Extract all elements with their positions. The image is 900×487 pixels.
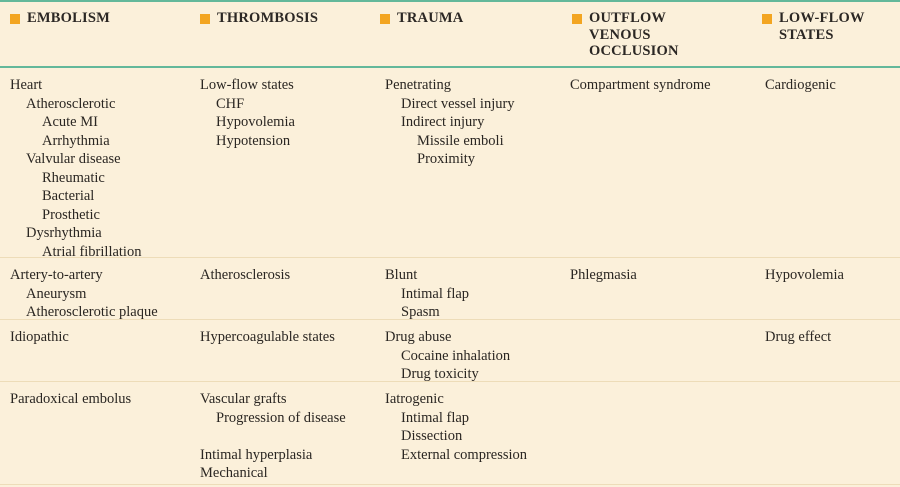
column-header-1: THROMBOSIS <box>200 10 318 27</box>
column-header-2: TRAUMA <box>380 10 463 27</box>
table-entry: Idiopathic <box>10 329 69 345</box>
table-entry: Phlegmasia <box>570 267 637 283</box>
table-entry: Intimal hyperplasia <box>200 446 313 463</box>
table-entry: Spasm <box>401 304 440 320</box>
column-header-3: OUTFLOW VENOUS OCCLUSION <box>572 10 679 60</box>
table-entry: Intimal flap <box>401 285 470 302</box>
column-header-label: OUTFLOW VENOUS OCCLUSION <box>589 10 679 59</box>
orange-square-bullet-icon <box>380 14 390 24</box>
table-entry: Blunt <box>385 267 418 283</box>
table-entry: Low-flow states <box>200 77 294 93</box>
orange-square-bullet-icon <box>572 14 582 24</box>
table-cell: Atherosclerosis <box>200 266 290 285</box>
table-entry: Hypovolemia <box>765 267 844 283</box>
table-cell: Idiopathic <box>10 328 69 347</box>
table-entry: Atherosclerotic plaque <box>26 304 158 320</box>
table-entry: Dysrhythmia <box>26 225 102 241</box>
table-entry: Penetrating <box>385 77 452 93</box>
column-header-label: LOW-FLOW STATES <box>779 10 865 43</box>
column-header-label: EMBOLISM <box>27 10 110 26</box>
table-entry: Intimal flap <box>401 409 470 426</box>
table-entry: Atherosclerotic <box>26 95 116 112</box>
table-row: Idiopathic Hypercoagulable states Drug abu… <box>0 320 900 382</box>
table-cell: Hypovolemia <box>765 266 844 285</box>
table-entry: External compression <box>401 446 528 463</box>
table-entry: Iatrogenic <box>385 391 444 407</box>
table-entry: Atherosclerosis <box>200 267 291 283</box>
table-entry: Compartment syndrome <box>570 77 711 93</box>
table-entry: Missile emboli <box>417 132 504 149</box>
table-entry: Rheumatic <box>42 169 105 186</box>
table-header-row: EMBOLISM THROMBOSIS TRAUMA OUTFLOW VENOUS O… <box>0 2 900 68</box>
table-entry: Drug abuse <box>385 329 452 345</box>
table-entry: Indirect injury <box>401 114 485 130</box>
entry-spacer <box>200 427 346 446</box>
table-cell: Paradoxical embolus <box>10 390 131 409</box>
table-entry: Bacterial <box>42 188 95 204</box>
table-entry: CHF <box>216 95 245 112</box>
table-entry: Heart <box>10 77 43 93</box>
table-entry: Hypotension <box>216 132 291 149</box>
table-entry: Proximity <box>417 151 476 167</box>
orange-square-bullet-icon <box>762 14 772 24</box>
column-header-4: LOW-FLOW STATES <box>762 10 865 43</box>
table-entry: Aneurysm <box>26 285 87 302</box>
table-entry: Acute MI <box>42 114 98 130</box>
table-entry: Hypercoagulable states <box>200 329 335 345</box>
table-cell: Drug effect <box>765 328 831 347</box>
table-entry: Arrhythmia <box>42 132 110 149</box>
table-entry: Drug effect <box>765 329 832 345</box>
table-entry: Prosthetic <box>42 206 100 223</box>
table-cell: Cardiogenic <box>765 76 836 95</box>
column-header-label: THROMBOSIS <box>217 10 319 26</box>
table-entry: Dissection <box>401 428 463 444</box>
table-entry: Mechanical <box>200 465 268 481</box>
table-cell: Phlegmasia <box>570 266 637 285</box>
table-entry: Valvular disease <box>26 151 121 167</box>
table-cell: Hypercoagulable states <box>200 328 335 347</box>
table-entry: Cocaine inhalation <box>401 347 511 364</box>
column-header-label: TRAUMA <box>397 10 464 26</box>
table-entry: Cardiogenic <box>765 77 836 93</box>
orange-square-bullet-icon <box>200 14 210 24</box>
table-entry: Hypovolemia <box>216 114 295 130</box>
table-entry: Atrial fibrillation <box>42 243 142 260</box>
orange-square-bullet-icon <box>10 14 20 24</box>
table-entry: Progression of disease <box>216 409 346 426</box>
table-cell: Compartment syndrome <box>570 76 711 95</box>
table-entry: Direct vessel injury <box>401 95 515 112</box>
table-entry: Artery-to-artery <box>10 267 103 283</box>
column-header-0: EMBOLISM <box>10 10 110 27</box>
table-entry: Paradoxical embolus <box>10 391 132 407</box>
table-entry: Drug toxicity <box>401 366 479 382</box>
table-entry: Vascular grafts <box>200 391 287 407</box>
